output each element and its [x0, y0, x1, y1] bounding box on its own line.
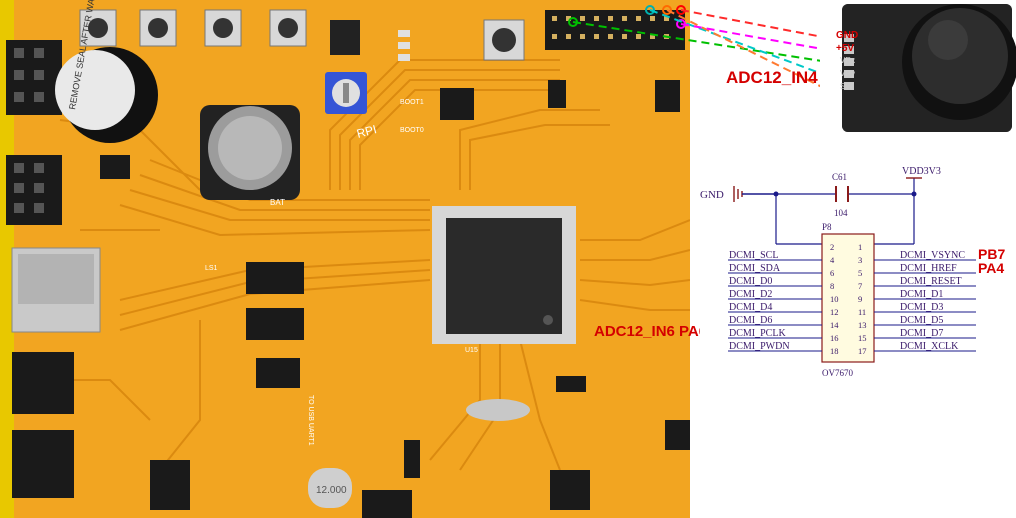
- vdd-label: VDD3V3: [902, 166, 941, 177]
- svg-text:16: 16: [830, 333, 839, 343]
- pb7-annotation: PB7: [978, 246, 1006, 262]
- capacitor-symbol: [835, 186, 849, 202]
- svg-text:8: 8: [830, 281, 834, 291]
- svg-text:DCMI_D1: DCMI_D1: [900, 289, 943, 300]
- svg-text:DCMI_D0: DCMI_D0: [729, 276, 772, 287]
- svg-text:DCMI_SDA: DCMI_SDA: [729, 263, 781, 274]
- bat-label: BAT: [270, 198, 285, 207]
- potentiometer: [325, 72, 367, 114]
- svg-text:9: 9: [858, 294, 862, 304]
- boot0-label: BOOT0: [400, 127, 424, 134]
- gnd-label: GND: [700, 189, 724, 201]
- connector-bottom: [362, 490, 412, 518]
- svg-text:3: 3: [858, 255, 862, 265]
- left-net-labels: DCMI_SCL DCMI_SDA DCMI_D0 DCMI_D2 DCMI_D…: [729, 250, 790, 352]
- part-label: OV7670: [822, 368, 853, 378]
- svg-text:12.000: 12.000: [316, 485, 347, 496]
- svg-text:DCMI_D2: DCMI_D2: [729, 289, 772, 300]
- svg-text:11: 11: [858, 307, 866, 317]
- svg-text:4: 4: [830, 255, 835, 265]
- left-pin-numbers: 2 4 6 8 10 12 14 16 18: [830, 242, 839, 356]
- svg-text:17: 17: [858, 346, 867, 356]
- svg-text:2: 2: [830, 242, 834, 252]
- joystick-module-photo: [820, 0, 1016, 140]
- crystal: 12.000: [308, 468, 352, 508]
- inductor: [404, 440, 420, 478]
- board-edge-strip: [0, 0, 14, 518]
- svg-text:18: 18: [830, 346, 839, 356]
- svg-text:DCMI_D4: DCMI_D4: [729, 302, 772, 313]
- svg-text:DCMI_VSYNC: DCMI_VSYNC: [900, 250, 965, 261]
- rpi-label: RPI: [355, 122, 378, 141]
- ic-small: [548, 80, 566, 108]
- svg-text:14: 14: [830, 320, 839, 330]
- pin-vrx-label: VRx: [840, 56, 856, 65]
- svg-text:DCMI_D5: DCMI_D5: [900, 315, 943, 326]
- pin-vry-label: VRy: [840, 69, 856, 78]
- svg-text:13: 13: [858, 320, 867, 330]
- jumper-small: [556, 376, 586, 392]
- tactile-buttons: [79, 9, 525, 61]
- svg-text:12: 12: [830, 307, 839, 317]
- right-pin-numbers: 1 3 5 7 9 11 13 15 17: [858, 242, 867, 356]
- pin-sw-label: SW: [840, 82, 853, 91]
- svg-text:6: 6: [830, 268, 834, 278]
- usb-uart-label: TO USB UART1: [307, 395, 314, 446]
- svg-text:10: 10: [830, 294, 839, 304]
- ic-eeprom: [100, 155, 130, 179]
- crystal-2: [466, 399, 530, 421]
- svg-text:DCMI_D6: DCMI_D6: [729, 315, 772, 326]
- right-net-labels: DCMI_VSYNC DCMI_HREF DCMI_RESET DCMI_D1 …: [900, 250, 965, 352]
- connector-body: [821, 233, 875, 363]
- uart-jumpers: [246, 262, 304, 388]
- coin-battery: [200, 105, 300, 200]
- buzzer: REMOVE SEAL AFTER WASHING: [55, 0, 158, 143]
- camera-pin-header: [545, 10, 685, 50]
- pa4-annotation: PA4: [978, 260, 1005, 276]
- svg-text:DCMI_SCL: DCMI_SCL: [729, 250, 778, 261]
- mcu-chip: [432, 206, 576, 344]
- pin-headers-lower-left: [12, 352, 74, 498]
- svg-text:1: 1: [858, 242, 862, 252]
- boot1-label: BOOT1: [400, 99, 424, 106]
- voltage-regulator: [330, 20, 360, 55]
- connector-label: P8: [822, 222, 832, 232]
- svg-text:5: 5: [858, 268, 862, 278]
- ic-flash: [655, 80, 680, 112]
- svg-text:DCMI_PWDN: DCMI_PWDN: [729, 341, 790, 352]
- adc12-in6-pa6-annotation: ADC12_IN6 PA6: [594, 323, 708, 340]
- regulator-bottom: [550, 470, 590, 510]
- u15-label: U15: [465, 347, 478, 354]
- pin-gnd-label: GND: [836, 30, 859, 41]
- ov7670-schematic: GND VDD3V3 C61 104 P8 OV7670 2 4 6 8 10 …: [700, 158, 990, 383]
- adc12-in4-annotation: ADC12_IN4: [726, 68, 818, 87]
- svg-text:15: 15: [858, 333, 867, 343]
- ls1-label: LS1: [205, 265, 218, 272]
- svg-text:DCMI_RESET: DCMI_RESET: [900, 276, 962, 287]
- svg-text:DCMI_HREF: DCMI_HREF: [900, 263, 957, 274]
- boot-jumpers: [440, 88, 474, 120]
- smd-leds: [398, 30, 410, 61]
- svg-text:DCMI_D7: DCMI_D7: [900, 328, 943, 339]
- cap-value: 104: [834, 208, 848, 218]
- gnd-symbol: [733, 186, 776, 202]
- svg-text:DCMI_D3: DCMI_D3: [900, 302, 943, 313]
- female-headers-left: [6, 40, 62, 225]
- ic-bottom-right: [665, 420, 690, 450]
- cap-name: C61: [832, 172, 847, 182]
- pin-5v-label: +5V: [836, 43, 855, 54]
- joystick-pin-labels: GND +5V VRx VRy SW: [836, 30, 876, 100]
- svg-text:7: 7: [858, 281, 862, 291]
- svg-text:DCMI_XCLK: DCMI_XCLK: [900, 341, 959, 352]
- regulator-lower: [150, 460, 190, 510]
- svg-text:DCMI_PCLK: DCMI_PCLK: [729, 328, 786, 339]
- pcb-board-photo: REMOVE SEAL AFTER WASHING BAT RPI BOOT1 …: [0, 0, 690, 518]
